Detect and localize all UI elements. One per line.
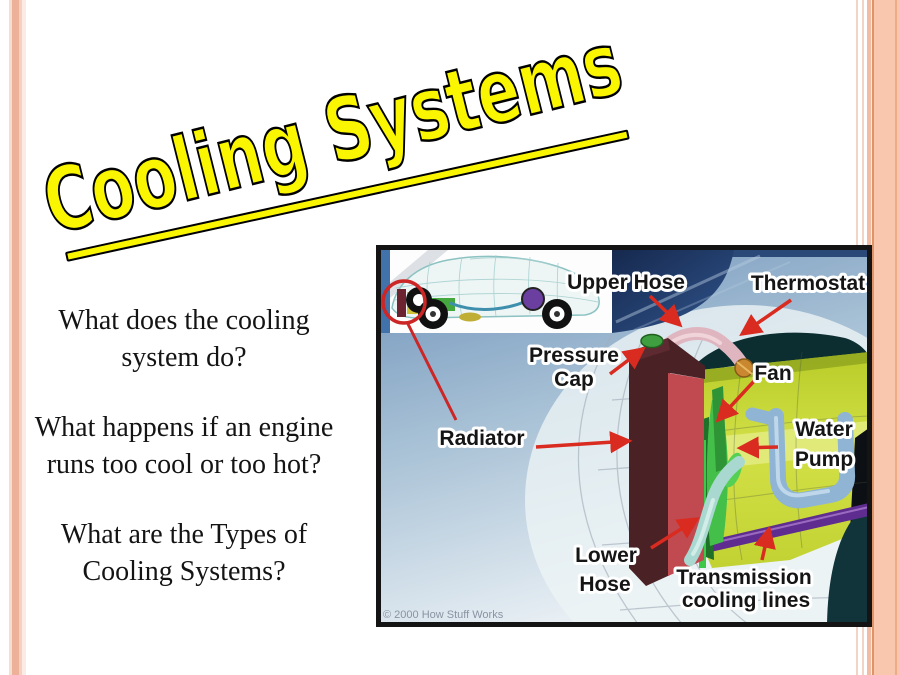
question-text-2: What happens if an engine runs too cool …: [34, 412, 334, 480]
pressure-cap-label-line2: Cap: [554, 368, 594, 391]
upper-hose-arrow: [648, 294, 683, 328]
thermostat-label: Thermostat: [751, 272, 865, 295]
water-pump-arrow: [736, 436, 779, 459]
thermostat-shape: [734, 358, 754, 378]
pressure-cap-arrow: [608, 346, 646, 376]
fan-label: Fan: [754, 362, 791, 385]
credit-text: © 2000 How Stuff Works: [383, 609, 504, 621]
question-text-1: What does the cooling system do?: [58, 305, 310, 373]
lower-hose-label-line2: Hose: [579, 573, 630, 596]
transmission-label-line1: Transmission: [676, 566, 811, 589]
pressure-cap-shape: [640, 333, 664, 349]
lower-hose-shape: [684, 456, 745, 566]
transmission-label-line2: cooling lines: [682, 589, 810, 612]
left-stripe-border: [0, 0, 27, 675]
question-list: What does the cooling system do? What ha…: [8, 302, 360, 623]
water-pump-label-line1: Water: [795, 418, 853, 441]
highlight-callout-line: [406, 323, 458, 421]
water-pump-label-line2: Pump: [795, 448, 853, 471]
lower-hose-arrow: [650, 517, 700, 550]
diagram-frame: [376, 245, 872, 627]
highlight-circle: [381, 279, 427, 325]
part-labels: Upper Hose Thermostat Pressure Cap Fan R…: [436, 268, 868, 615]
car-inset-thumbnail: [379, 250, 612, 333]
cooling-system-diagram-image: Upper Hose Thermostat Pressure Cap Fan R…: [376, 245, 872, 627]
radiator-label: Radiator: [439, 427, 524, 450]
pressure-cap-label-line1: Pressure: [529, 344, 619, 367]
slide-title: Cooling Systems: [32, 10, 633, 255]
label-arrows: [535, 294, 792, 561]
question-text-3: What are the Types of Cooling Systems?: [60, 519, 308, 587]
lower-hose-label-line1: Lower: [575, 544, 637, 567]
fan-arrow: [715, 377, 758, 423]
transmission-arrow: [753, 525, 776, 561]
thermostat-arrow: [739, 298, 792, 336]
water-pump-shape: [745, 407, 856, 509]
upper-hose-label: Upper Hose: [567, 271, 685, 294]
radiator-arrow: [535, 431, 633, 454]
